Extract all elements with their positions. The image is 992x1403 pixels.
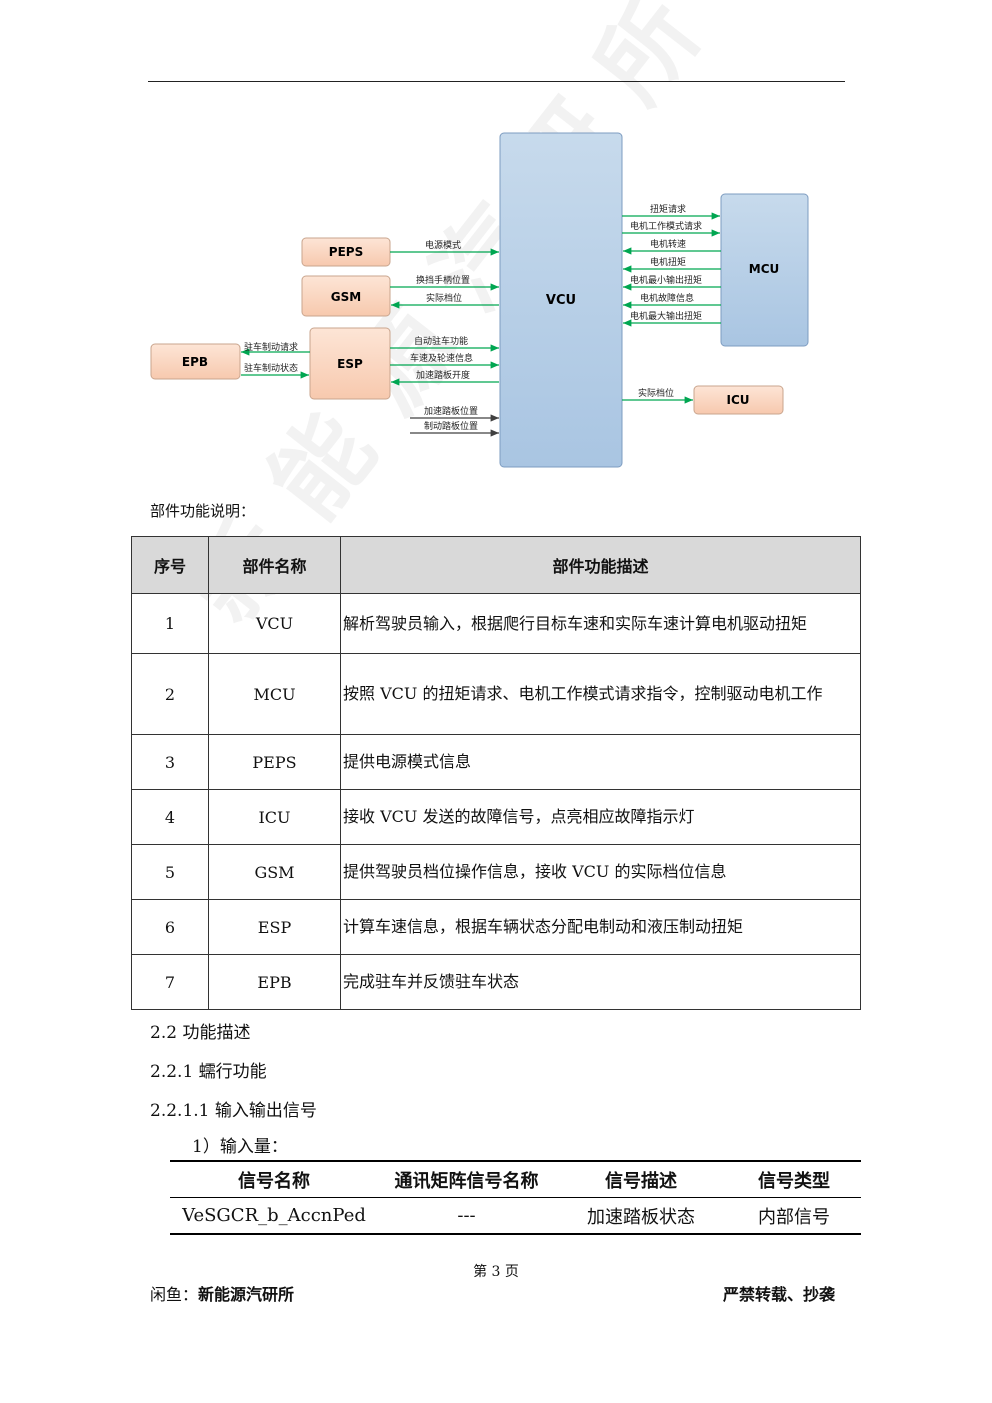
header-signal-desc: 信号描述 [555, 1160, 727, 1198]
gsm-label: GSM [331, 290, 361, 304]
cell-no: 6 [131, 899, 209, 955]
icu-block [693, 385, 784, 415]
footer-right: 严禁转载、抄袭 [722, 1285, 835, 1304]
label-esp-accel: 加速踏板开度 [416, 369, 470, 381]
label-mcu-max-torque: 电机最大输出扭矩 [630, 310, 702, 322]
label-mcu-mode-req: 电机工作模式请求 [630, 220, 702, 232]
table-row: 6 ESP 计算车速信息，根据车辆状态分配电制动和液压制动扭矩 [131, 899, 861, 955]
table-row: 1 VCU 解析驾驶员输入，根据爬行目标车速和实际车速计算电机驱动扭矩 [131, 593, 861, 654]
table-row: 3 PEPS 提供电源模式信息 [131, 734, 861, 790]
cell-name: ICU [208, 789, 341, 845]
label-brake-pos: 制动踏板位置 [424, 420, 478, 432]
label-esp-autohold: 自动驻车功能 [414, 335, 468, 347]
cell-matrix-name: --- [378, 1197, 555, 1235]
cell-desc: 按照 VCU 的扭矩请求、电机工作模式请求指令，控制驱动电机工作 [340, 653, 861, 735]
cell-name: VCU [208, 593, 341, 654]
cell-desc: 计算车速信息，根据车辆状态分配电制动和液压制动扭矩 [340, 899, 861, 955]
label-mcu-fault: 电机故障信息 [640, 292, 694, 304]
cell-name: PEPS [208, 734, 341, 790]
label-peps-power: 电源模式 [425, 239, 461, 251]
cell-name: EPB [208, 954, 341, 1010]
label-mcu-torque-req: 扭矩请求 [650, 203, 686, 215]
label-epb-req: 驻车制动请求 [244, 341, 298, 353]
section-heading-2-2-1: 2.2.1 蠕行功能 [150, 1062, 267, 1082]
cell-desc: 提供电源模式信息 [340, 734, 861, 790]
cell-no: 1 [131, 593, 209, 654]
footer-left-name: 新能源汽研所 [198, 1285, 295, 1304]
label-esp-speed: 车速及轮速信息 [410, 352, 473, 364]
mcu-block [720, 193, 809, 347]
cell-no: 5 [131, 844, 209, 900]
peps-label: PEPS [329, 245, 363, 259]
label-gsm-gear: 实际档位 [426, 292, 462, 304]
page-number: 第 3 页 [473, 1264, 519, 1280]
gsm-block [301, 275, 391, 317]
label-mcu-speed: 电机转速 [650, 238, 686, 250]
esp-block [309, 327, 391, 400]
signal-table-header: 信号名称 通讯矩阵信号名称 信号描述 信号类型 [170, 1160, 861, 1198]
table-header-row: 序号 部件名称 部件功能描述 [131, 536, 861, 594]
table-caption: 部件功能说明： [150, 502, 256, 520]
table-row: 4 ICU 接收 VCU 发送的故障信号，点亮相应故障指示灯 [131, 789, 861, 845]
section-heading-2-2-1-1: 2.2.1.1 输入输出信号 [150, 1101, 317, 1121]
footer-left-prefix: 闲鱼： [150, 1285, 199, 1304]
cell-signal-type: 内部信号 [727, 1197, 861, 1235]
label-icu-gear: 实际档位 [638, 387, 674, 399]
header-signal-type: 信号类型 [727, 1160, 861, 1198]
cell-name: ESP [208, 899, 341, 955]
header-no: 序号 [131, 536, 209, 594]
cell-signal-desc: 加速踏板状态 [555, 1197, 727, 1235]
table-row: VeSGCR_b_AccnPed --- 加速踏板状态 内部信号 [170, 1197, 861, 1235]
vcu-label: VCU [546, 293, 576, 308]
label-mcu-torque: 电机扭矩 [650, 256, 686, 268]
header-desc: 部件功能描述 [340, 536, 861, 594]
cell-no: 7 [131, 954, 209, 1010]
cell-no: 4 [131, 789, 209, 845]
icu-label: ICU [726, 393, 749, 407]
epb-label: EPB [182, 355, 208, 369]
cell-no: 2 [131, 653, 209, 735]
header-matrix-name: 通讯矩阵信号名称 [378, 1160, 555, 1198]
table-row: 5 GSM 提供驾驶员档位操作信息，接收 VCU 的实际档位信息 [131, 844, 861, 900]
footer-left: 闲鱼：新能源汽研所 [150, 1281, 294, 1305]
signal-table: 信号名称 通讯矩阵信号名称 信号描述 信号类型 VeSGCR_b_AccnPed… [170, 1160, 861, 1235]
vcu-block [499, 132, 623, 468]
header-rule [148, 81, 845, 82]
esp-label: ESP [337, 357, 363, 371]
header-signal-name: 信号名称 [170, 1160, 378, 1198]
cell-desc: 解析驾驶员输入，根据爬行目标车速和实际车速计算电机驱动扭矩 [340, 593, 861, 654]
cell-name: GSM [208, 844, 341, 900]
cell-no: 3 [131, 734, 209, 790]
cell-desc: 提供驾驶员档位操作信息，接收 VCU 的实际档位信息 [340, 844, 861, 900]
cell-name: MCU [208, 653, 341, 735]
label-epb-state: 驻车制动状态 [244, 362, 298, 374]
input-list-label: 1）输入量： [192, 1137, 288, 1157]
label-mcu-min-torque: 电机最小输出扭矩 [630, 274, 702, 286]
cell-signal-name: VeSGCR_b_AccnPed [170, 1197, 378, 1235]
table-row: 7 EPB 完成驻车并反馈驻车状态 [131, 954, 861, 1010]
architecture-diagram: VCU MCU PEPS GSM ESP EPB ICU [150, 132, 809, 468]
cell-desc: 接收 VCU 发送的故障信号，点亮相应故障指示灯 [340, 789, 861, 845]
header-name: 部件名称 [208, 536, 341, 594]
label-gsm-shift: 换挡手柄位置 [416, 274, 470, 286]
label-accel-pos: 加速踏板位置 [424, 405, 478, 417]
section-heading-2-2: 2.2 功能描述 [150, 1023, 251, 1043]
mcu-label: MCU [749, 262, 780, 276]
epb-block [150, 343, 241, 380]
table-row: 2 MCU 按照 VCU 的扭矩请求、电机工作模式请求指令，控制驱动电机工作 [131, 653, 861, 735]
component-function-table: 序号 部件名称 部件功能描述 1 VCU 解析驾驶员输入，根据爬行目标车速和实际… [131, 536, 861, 1010]
cell-desc: 完成驻车并反馈驻车状态 [340, 954, 861, 1010]
